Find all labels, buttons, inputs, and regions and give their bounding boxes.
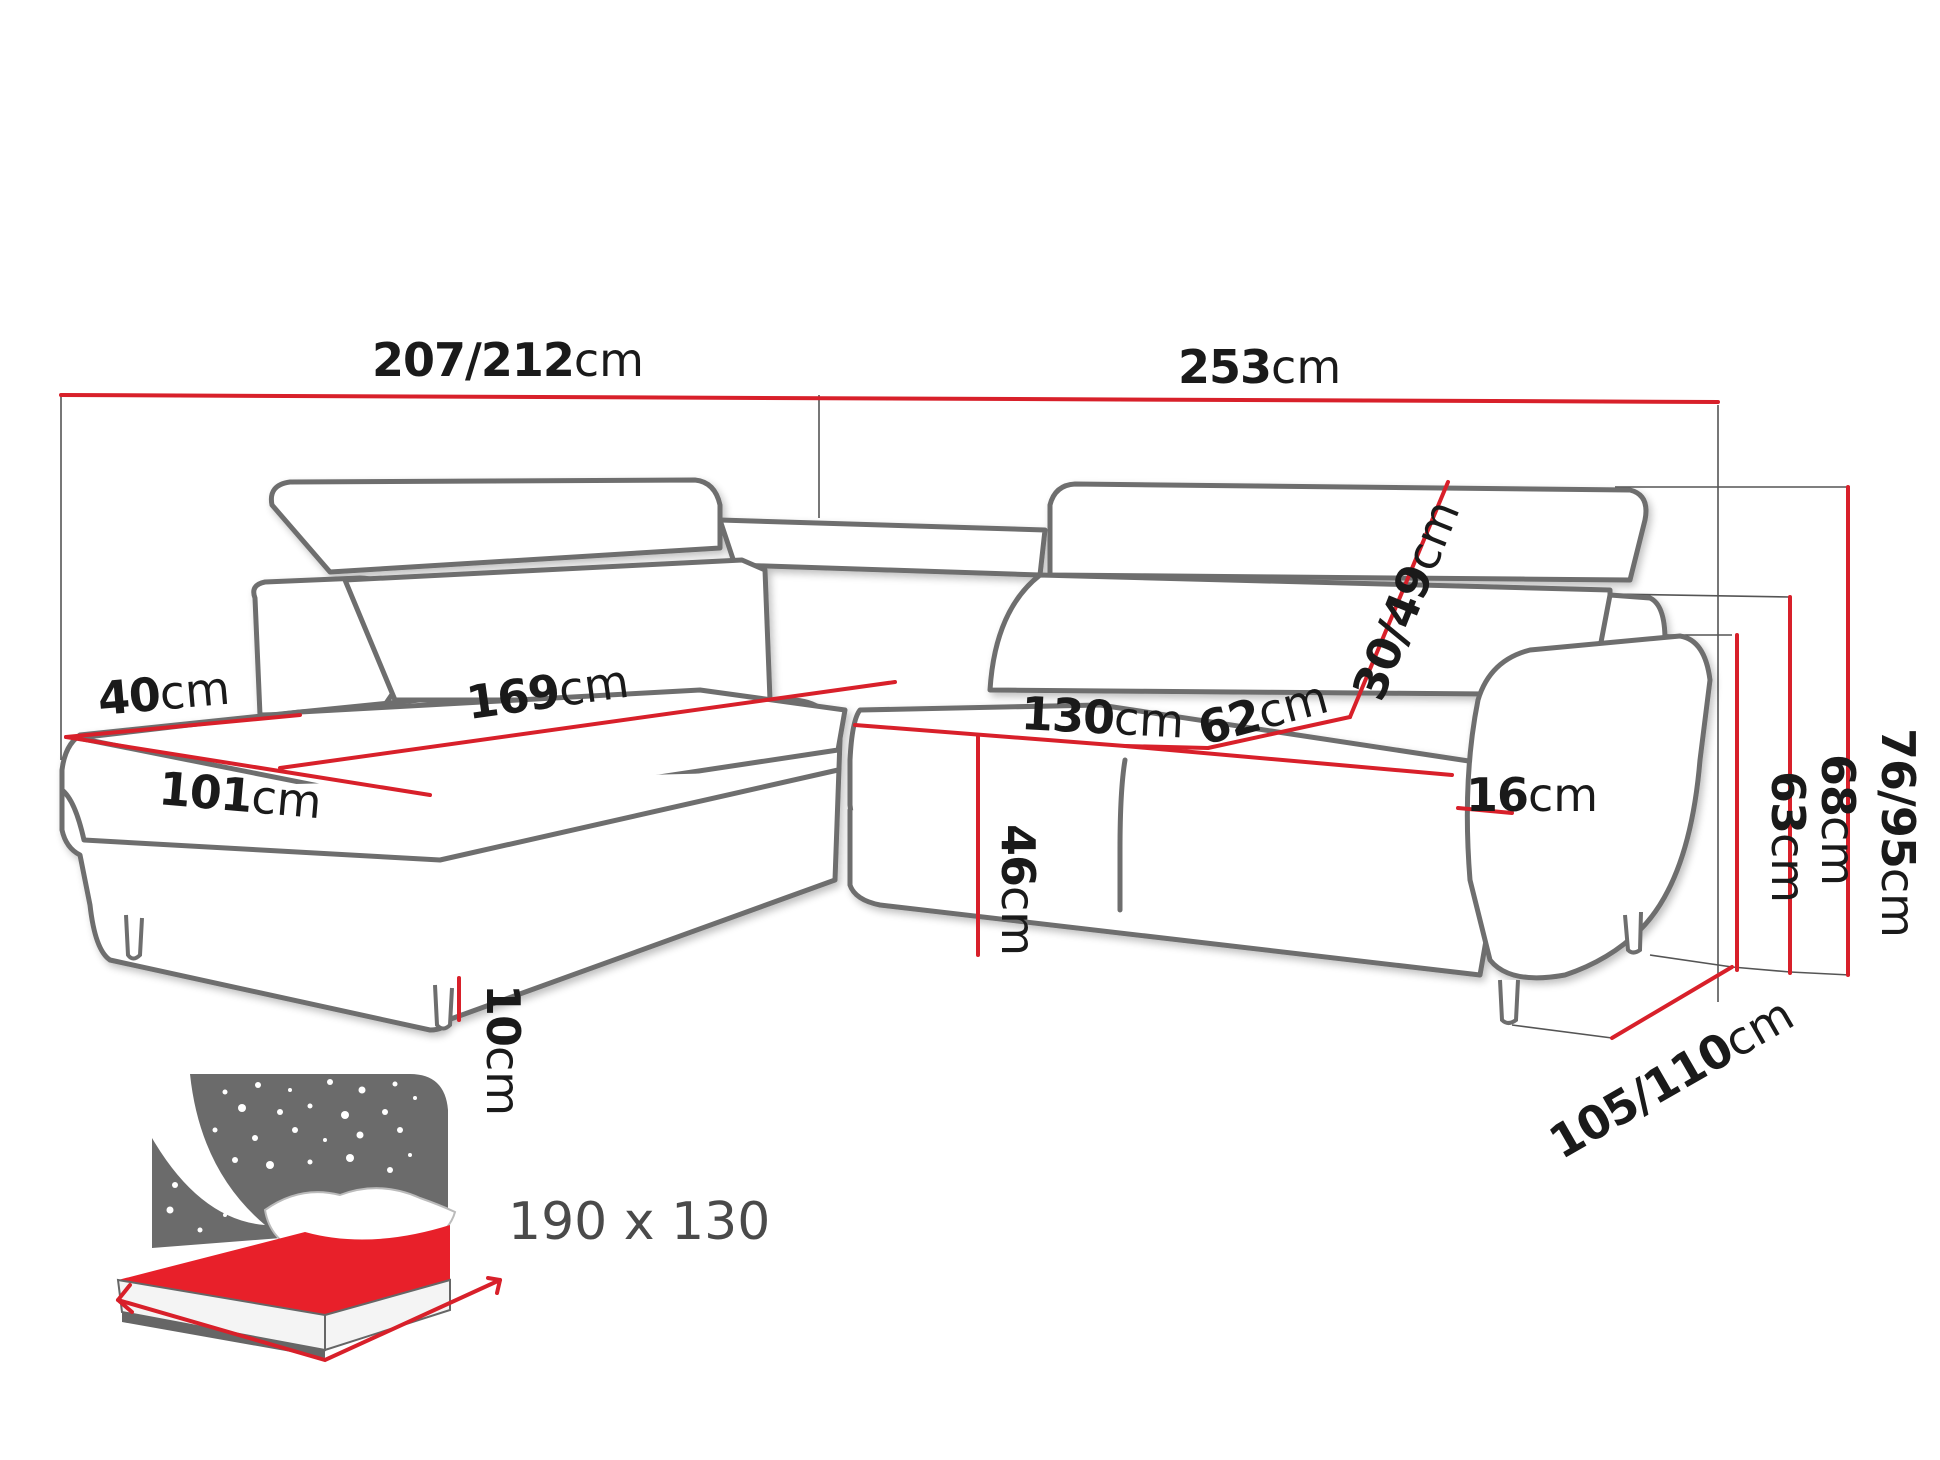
dimension-label-chaise-armrest-width: 40cm <box>95 660 232 726</box>
dimension-lines <box>59 393 1850 1040</box>
dimension-label-armrest-width: 16cm <box>1466 768 1599 822</box>
bed-night-icon <box>116 1074 502 1363</box>
dimension-label-total-height: 76/95cm <box>1871 728 1925 938</box>
dimension-label-seat-width: 130cm <box>1019 686 1186 749</box>
dimension-label-overall-right-width: 253cm <box>1178 340 1342 394</box>
dimension-label-leg-height: 10cm <box>476 984 530 1117</box>
dimension-label-armrest-height: 63cm <box>1761 771 1815 904</box>
sleeping-area-label: 190 x 130 <box>508 1192 771 1252</box>
dimension-label-chaise-depth: 101cm <box>156 761 324 830</box>
dimension-label-seat-height: 46cm <box>991 824 1045 957</box>
dimension-label-backrest-height: 68cm <box>1811 754 1865 887</box>
sofa-outline <box>59 477 1713 1033</box>
sofa-legs <box>124 911 1643 1031</box>
dimension-label-overall-left-width: 207/212cm <box>372 333 644 387</box>
